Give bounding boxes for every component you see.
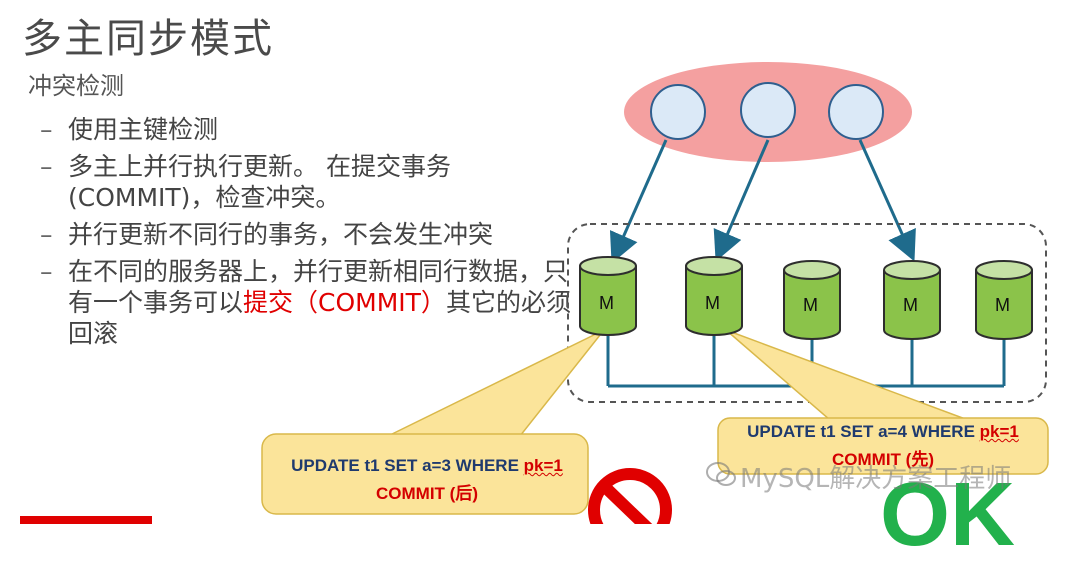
prohibited-icon: [588, 468, 672, 524]
bullet-text: 多主上并行执行更新。 在提交事务(COMMIT)，检查冲突。: [68, 152, 451, 212]
master-db: M: [883, 260, 941, 340]
arrow: [713, 139, 770, 262]
bullet-item: –使用主键检测: [40, 115, 219, 144]
master-db: M: [685, 256, 743, 336]
master-label: M: [903, 295, 918, 315]
wechat-icon: [706, 462, 736, 486]
sql-statement: UPDATE t1 SET a=4 WHERE: [747, 422, 980, 441]
master-label: M: [995, 295, 1010, 315]
callout-left-text: UPDATE t1 SET a=3 WHERE pk=1 COMMIT (后): [262, 452, 592, 508]
client-node: [650, 84, 706, 140]
callout-box-left: [261, 433, 589, 515]
footer-accent-bar: [20, 516, 152, 524]
client-node: [828, 84, 884, 140]
page-title: 多主同步模式: [22, 16, 274, 62]
master-db: M: [783, 260, 841, 340]
master-label: M: [599, 293, 614, 313]
callout-pointer: [387, 329, 605, 437]
bullet-highlight: 提交（COMMIT）: [243, 288, 446, 317]
bullet-item: –并行更新不同行的事务，不会发生冲突: [40, 220, 494, 249]
commit-label: COMMIT (后): [376, 484, 478, 503]
callout-right-text: UPDATE t1 SET a=4 WHERE pk=1 COMMIT (先): [718, 418, 1048, 474]
master-db: M: [975, 260, 1033, 340]
arrow: [609, 139, 668, 264]
client-node: [740, 82, 796, 138]
arrow: [858, 139, 916, 262]
commit-label: COMMIT (先): [832, 450, 934, 469]
replication-diagram: M M M M M: [261, 62, 1049, 524]
bullet-text: 使用主键检测: [68, 115, 219, 144]
master-label: M: [803, 295, 818, 315]
master-db: M: [579, 256, 637, 336]
master-label: M: [705, 293, 720, 313]
callout-box-right: [717, 417, 1049, 475]
bullet-text: 并行更新不同行的事务，不会发生冲突: [68, 220, 494, 249]
bullet-text: 在不同的服务器上，并行更新相同行数据，只有一个事务可以: [68, 257, 569, 317]
bullet-text: 其它的必须回滚: [68, 288, 571, 348]
bullet-item: –在不同的服务器上，并行更新相同行数据，只有一个事务可以提交（COMMIT）其它…: [40, 257, 571, 348]
bullet-item: –多主上并行执行更新。 在提交事务(COMMIT)，检查冲突。: [40, 152, 451, 212]
section-subtitle: 冲突检测: [28, 72, 124, 100]
sql-statement: UPDATE t1 SET a=3 WHERE: [291, 456, 524, 475]
sql-pk: pk=1: [979, 422, 1019, 441]
sql-pk: pk=1: [523, 456, 563, 475]
watermark: MySQL解决方案工程师: [740, 464, 1012, 494]
bullet-list: –使用主键检测 –多主上并行执行更新。 在提交事务(COMMIT)，检查冲突。 …: [40, 114, 580, 355]
callout-pointer: [725, 329, 969, 421]
